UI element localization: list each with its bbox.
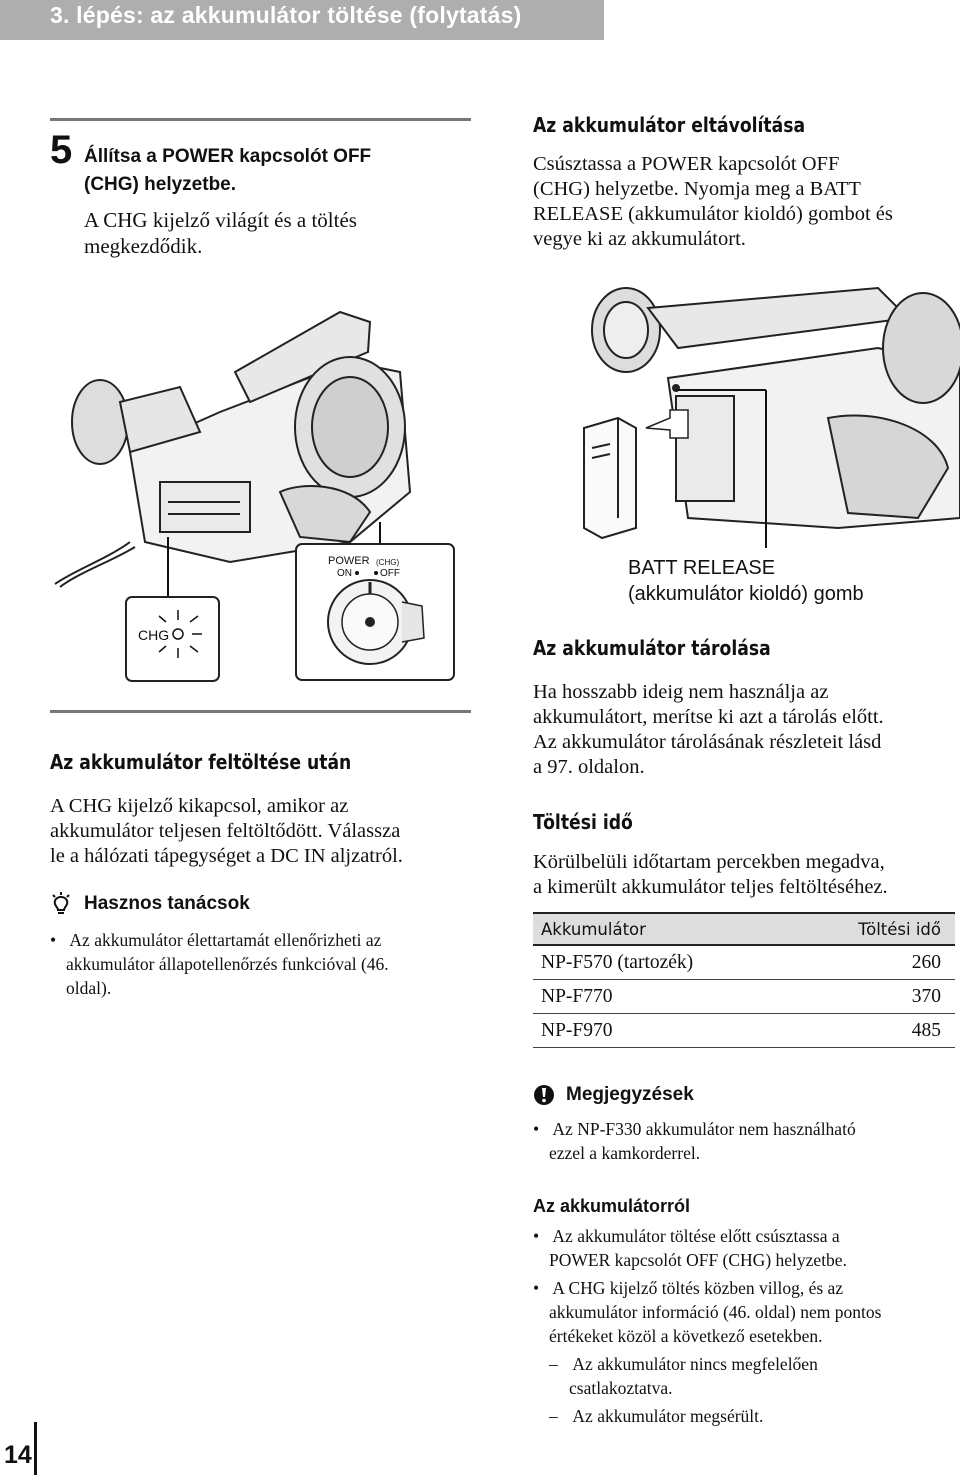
text-line: Körülbelüli időtartam percekben megadva, — [533, 851, 885, 873]
off-label: OFF — [380, 568, 400, 579]
text-line: vegye ki az akkumulátort. — [533, 228, 746, 250]
page-tab — [0, 1422, 37, 1475]
storage-title: Az akkumulátor tárolása — [533, 636, 771, 660]
text-line: Az akkumulátor nincs megfelelően — [572, 1354, 818, 1374]
tips-title: Hasznos tanácsok — [84, 893, 250, 914]
text-line: a 97. oldalon. — [533, 756, 645, 778]
lightbulb-icon — [52, 892, 70, 914]
table-header-time: Töltési idő — [790, 912, 955, 946]
section-rule — [50, 118, 471, 121]
camcorder-charging-illustration: CHG POWER (CHG) ON OFF — [54, 310, 455, 682]
tips-item: Az akkumulátor élettartamát ellenőrizhet… — [50, 928, 486, 1000]
step-body: A CHG kijelző világít és a töltés megkez… — [84, 207, 464, 259]
remove-title: Az akkumulátor eltávolítása — [533, 113, 806, 137]
note-warning-icon — [534, 1085, 554, 1105]
notes-title: Megjegyzések — [566, 1084, 694, 1105]
text-line: le a hálózati tápegységet a DC IN aljzat… — [50, 845, 403, 867]
table-cell-battery: NP-F770 — [533, 979, 791, 1014]
text-line: BATT RELEASE — [628, 557, 776, 579]
section-rule — [50, 710, 471, 713]
step-body-line: megkezdődik. — [84, 234, 203, 258]
step-body-line: A CHG kijelző világít és a töltés — [84, 208, 357, 232]
text-line: Ha hosszabb ideig nem használja az — [533, 681, 829, 703]
table-row: NP-F970 485 — [533, 1013, 955, 1048]
text-line: akkumulátort, merítse ki azt a tárolás e… — [533, 706, 884, 728]
text-line: Az NP-F330 akkumulátor nem használható — [552, 1119, 856, 1139]
chg-switch-label: (CHG) — [376, 558, 399, 567]
about-item: Az akkumulátor töltése előtt csúsztassa … — [533, 1224, 960, 1272]
storage-text: Ha hosszabb ideig nem használja az akkum… — [533, 680, 958, 780]
about-subitem: Az akkumulátor nincs megfelelően csatlak… — [533, 1352, 960, 1400]
table-row: NP-F770 370 — [533, 979, 955, 1014]
table-row: NP-F570 (tartozék) 260 — [533, 945, 955, 980]
text-line: A CHG kijelző töltés közben villog, és a… — [552, 1278, 844, 1298]
text-line: (CHG) helyzetbe. Nyomja meg a BATT — [533, 178, 861, 200]
text-line: (akkumulátor kioldó) gomb — [628, 583, 864, 605]
about-subitem: Az akkumulátor megsérült. — [533, 1404, 960, 1428]
text-line: Az akkumulátor tárolásának részleteit lá… — [533, 731, 882, 753]
remove-text: Csúsztassa a POWER kapcsolót OFF (CHG) h… — [533, 152, 953, 252]
table-cell-time: 370 — [790, 979, 955, 1014]
step-number: 5 — [50, 128, 73, 172]
text-line: Csúsztassa a POWER kapcsolót OFF — [533, 153, 840, 175]
table-header-row: Akkumulátor Töltési idő — [533, 912, 955, 946]
step-heading-line: (CHG) helyzetbe. — [84, 174, 237, 195]
page-number: 14 — [4, 1441, 32, 1469]
page-title: 3. lépés: az akkumulátor töltése (folyta… — [50, 2, 522, 28]
text-line: Az akkumulátor töltése előtt csúsztassa … — [552, 1226, 840, 1246]
after-charge-title: Az akkumulátor feltöltése után — [50, 750, 352, 774]
text-line: oldal). — [66, 978, 112, 998]
text-line: akkumulátor teljesen feltöltődött. Válas… — [50, 820, 401, 842]
batt-release-label: BATT RELEASE (akkumulátor kioldó) gomb — [628, 555, 864, 607]
notes-item: Az NP-F330 akkumulátor nem használható e… — [533, 1117, 960, 1165]
step-heading: Állítsa a POWER kapcsolót OFF (CHG) hely… — [84, 143, 464, 199]
text-line: értékeket közöl a következő esetekben. — [549, 1326, 823, 1346]
table-cell-time: 260 — [790, 945, 955, 980]
table-cell-battery: NP-F970 — [533, 1013, 791, 1048]
text-line: Az akkumulátor élettartamát ellenőrizhet… — [69, 930, 382, 950]
text-line: A CHG kijelző kikapcsol, amikor az — [50, 795, 349, 817]
text-line: a kimerült akkumulátor teljes feltöltésé… — [533, 876, 888, 898]
text-line: Az akkumulátor megsérült. — [572, 1406, 764, 1426]
step-heading-line: Állítsa a POWER kapcsolót OFF — [84, 146, 372, 167]
text-line: ezzel a kamkorderrel. — [549, 1143, 701, 1163]
after-charge-text: A CHG kijelző kikapcsol, amikor az akkum… — [50, 794, 470, 869]
text-line: akkumulátor állapotellenőrzés funkcióval… — [66, 954, 389, 974]
charge-time-title: Töltési idő — [533, 810, 633, 834]
charge-time-table: Akkumulátor Töltési idő NP-F570 (tartozé… — [533, 912, 955, 1048]
power-label: POWER — [328, 555, 370, 567]
on-label: ON — [337, 568, 352, 579]
about-item: A CHG kijelző töltés közben villog, és a… — [533, 1276, 960, 1348]
battery-removal-illustration — [583, 286, 960, 548]
table-cell-time: 485 — [790, 1013, 955, 1048]
charge-time-text: Körülbelüli időtartam percekben megadva,… — [533, 850, 958, 900]
text-line: csatlakoztatva. — [569, 1378, 673, 1398]
text-line: POWER kapcsolót OFF (CHG) helyzetbe. — [549, 1250, 847, 1270]
text-line: akkumulátor információ (46. oldal) nem p… — [549, 1302, 882, 1322]
table-cell-battery: NP-F570 (tartozék) — [533, 945, 791, 980]
text-line: RELEASE (akkumulátor kioldó) gombot és — [533, 203, 893, 225]
header-bar — [0, 0, 604, 40]
about-title: Az akkumulátorról — [533, 1196, 691, 1216]
table-header-battery: Akkumulátor — [533, 912, 791, 946]
chg-lamp-label: CHG — [138, 627, 169, 643]
